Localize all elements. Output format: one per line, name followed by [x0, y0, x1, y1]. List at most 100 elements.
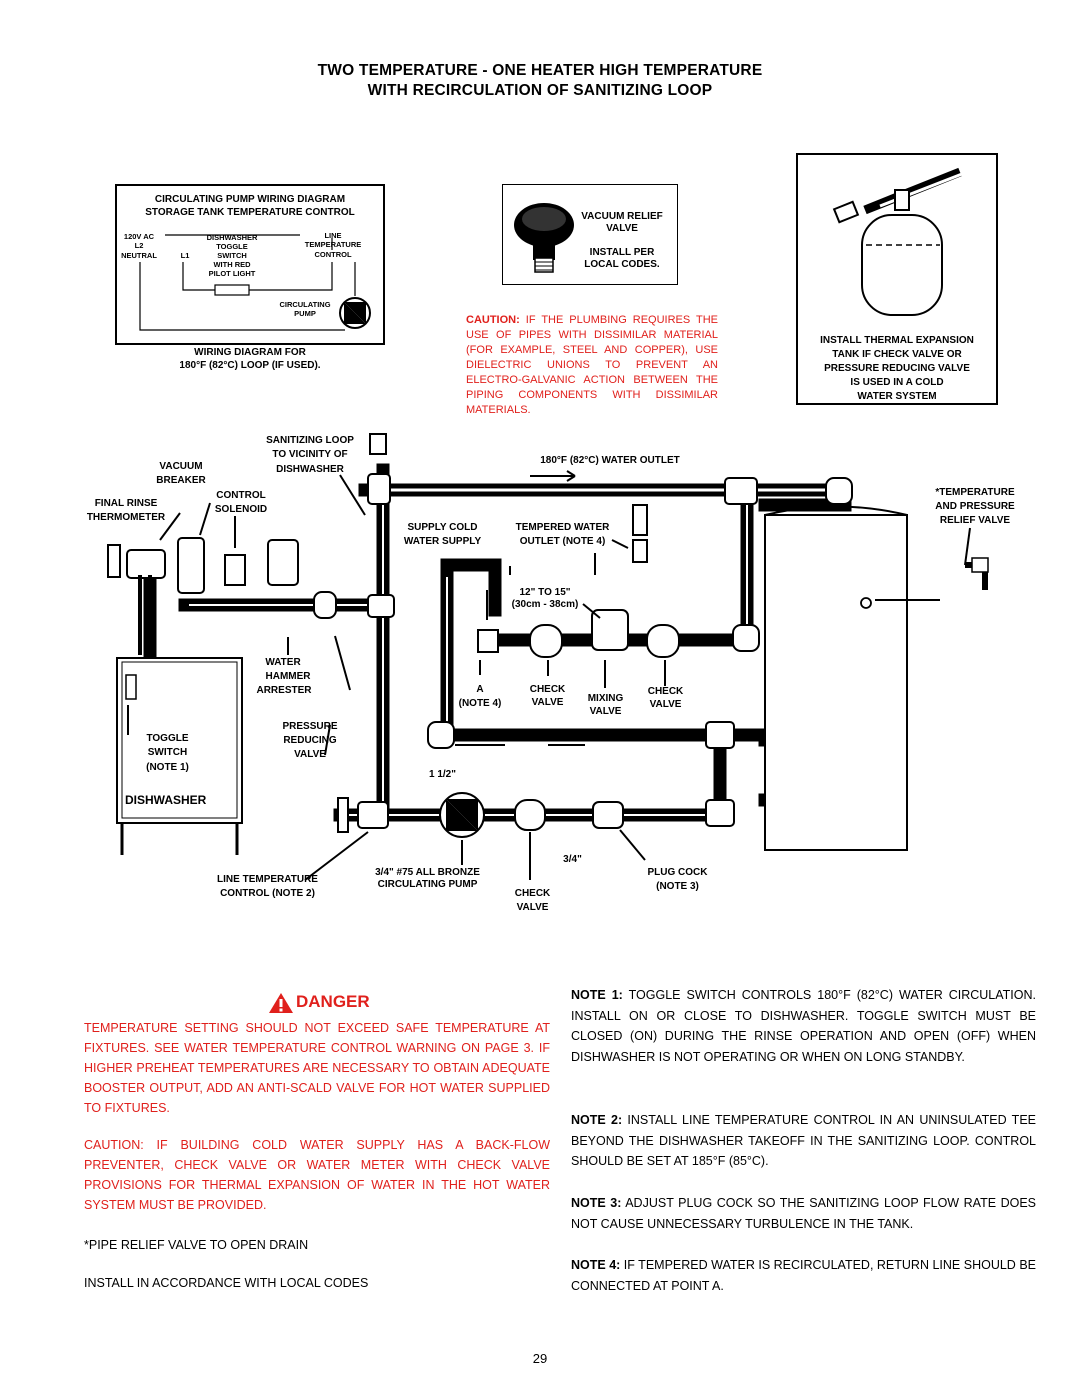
- wiring-pump-icon: [339, 297, 371, 329]
- expansion-tank-label-5: WATER SYSTEM: [857, 391, 937, 402]
- wiring-l1-label: L1: [180, 251, 190, 260]
- caution-plumbing-lead: CAUTION:: [466, 314, 520, 326]
- circulating-pump-icon: [439, 792, 485, 838]
- wiring-caption-2: 180°F (82°C) LOOP (IF USED).: [179, 360, 321, 371]
- footnote-install: INSTALL IN ACCORDANCE WITH LOCAL CODES: [84, 1276, 369, 1290]
- label-breaker: BREAKER: [156, 475, 206, 486]
- expansion-tank-label-4: IS USED IN A COLD: [850, 377, 944, 388]
- wiring-neutral-label: NEUTRAL: [121, 251, 157, 260]
- label-outlet-note4: OUTLET (NOTE 4): [519, 536, 606, 547]
- vacuum-relief-valve-icon: [514, 203, 574, 273]
- label-arrester: ARRESTER: [256, 685, 312, 696]
- label-dishwasher-hdr: DISHWASHER: [276, 464, 344, 475]
- label-and-pressure: AND PRESSURE: [935, 501, 1015, 512]
- note-3-text: ADJUST PLUG COCK SO THE SANITIZING LOOP …: [571, 1196, 1036, 1231]
- wiring-toggle-label: TOGGLE: [216, 242, 248, 251]
- vacuum-relief-box: [502, 184, 678, 285]
- caution-plumbing: CAUTION: IF THE PLUMBING REQUIRES THE US…: [466, 313, 718, 418]
- label-pump-line2: CIRCULATING PUMP: [377, 879, 478, 890]
- wiring-caption-1: WIRING DIAGRAM FOR: [194, 347, 306, 358]
- label-plug-cock: PLUG COCK: [647, 867, 708, 878]
- label-distance: 12" TO 15": [519, 587, 571, 598]
- label-check-3: CHECK: [514, 888, 551, 899]
- label-water: WATER: [265, 657, 301, 668]
- label-water-outlet: 180°F (82°C) WATER OUTLET: [540, 455, 680, 466]
- label-valve-1: VALVE: [531, 697, 564, 708]
- label-to-vicinity-of: TO VICINITY OF: [272, 449, 348, 460]
- note-4-text: IF TEMPERED WATER IS RECIRCULATED, RETUR…: [571, 1258, 1036, 1293]
- note-4: NOTE 4: IF TEMPERED WATER IS RECIRCULATE…: [571, 1255, 1036, 1296]
- label-thermometer: THERMOMETER: [86, 512, 166, 523]
- warning-icon: [269, 993, 293, 1013]
- note-2: NOTE 2: INSTALL LINE TEMPERATURE CONTROL…: [571, 1110, 1036, 1172]
- label-relief-valve: RELIEF VALVE: [939, 515, 1011, 526]
- page-title-line2: WITH RECIRCULATION OF SANITIZING LOOP: [367, 82, 713, 99]
- note-2-text: INSTALL LINE TEMPERATURE CONTROL IN AN U…: [571, 1113, 1036, 1168]
- label-reducing: REDUCING: [283, 735, 337, 746]
- label-distance-cm: (30cm - 38cm): [511, 599, 579, 610]
- wiring-dishwasher-label: DISHWASHER: [206, 233, 258, 242]
- note-3-label: NOTE 3:: [571, 1196, 622, 1210]
- label-water-supply: WATER SUPPLY: [403, 536, 482, 547]
- label-final-rinse: FINAL RINSE: [94, 498, 158, 509]
- label-dishwasher-unit: DISHWASHER: [125, 793, 207, 807]
- expansion-tank-label-3: PRESSURE REDUCING VALVE: [824, 363, 970, 374]
- label-point-a: A: [476, 684, 484, 695]
- expansion-tank-icon: [832, 167, 963, 316]
- label-control-note2: CONTROL (NOTE 2): [220, 888, 315, 899]
- danger-paragraph: TEMPERATURE SETTING SHOULD NOT EXCEED SA…: [84, 1021, 550, 1115]
- label-line-temperature: LINE TEMPERATURE: [217, 874, 318, 885]
- wiring-l2-label: L2: [134, 241, 144, 250]
- plumbing-diagram: [107, 167, 989, 881]
- page-title-line1: TWO TEMPERATURE - ONE HEATER HIGH TEMPER…: [317, 62, 763, 79]
- label-note1: (NOTE 1): [146, 762, 189, 773]
- wiring-circulating-label: CIRCULATING: [279, 300, 331, 309]
- wiring-switch-label: SWITCH: [217, 251, 247, 260]
- label-pump-line1: 3/4" #75 ALL BRONZE: [375, 867, 480, 878]
- label-temperature-star: *TEMPERATURE: [935, 487, 1015, 498]
- label-size-1-1-2: 1 1/2": [429, 769, 456, 780]
- label-solenoid: SOLENOID: [214, 504, 268, 515]
- wiring-120v-label: 120V AC: [123, 232, 155, 241]
- label-pressure: PRESSURE: [282, 721, 338, 732]
- wiring-pilot-light-label: PILOT LIGHT: [208, 269, 256, 278]
- wiring-lines: [139, 234, 356, 331]
- expansion-tank-label-1: INSTALL THERMAL EXPANSION: [820, 335, 974, 346]
- wiring-line-label: LINE: [324, 231, 342, 240]
- label-control: CONTROL: [216, 490, 266, 501]
- dishwasher-unit: [116, 575, 243, 855]
- label-tempered-water: TEMPERED WATER: [515, 522, 610, 533]
- vacuum-relief-label-2: VALVE: [606, 223, 638, 234]
- note-1-label: NOTE 1:: [571, 988, 623, 1002]
- wiring-diagram-box: [115, 184, 385, 345]
- label-supply-cold: SUPPLY COLD: [407, 522, 478, 533]
- caution-backflow-paragraph: CAUTION: IF BUILDING COLD WATER SUPPLY H…: [84, 1138, 550, 1212]
- label-arrows: [127, 470, 971, 881]
- expansion-tank-box: [796, 153, 998, 405]
- wiring-pump-label: PUMP: [294, 309, 316, 318]
- label-note4-a: (NOTE 4): [458, 698, 502, 709]
- label-toggle: TOGGLE: [146, 733, 189, 744]
- wiring-heading-1: CIRCULATING PUMP WIRING DIAGRAM: [154, 194, 346, 205]
- water-heater-tank: [764, 505, 989, 851]
- label-sanitizing-loop: SANITIZING LOOP: [266, 435, 354, 446]
- note-1: NOTE 1: TOGGLE SWITCH CONTROLS 180°F (82…: [571, 985, 1036, 1067]
- note-4-label: NOTE 4:: [571, 1258, 621, 1272]
- vacuum-relief-label-3: INSTALL PER: [589, 247, 655, 258]
- page-number: 29: [532, 1351, 548, 1366]
- wiring-control-label: CONTROL: [314, 250, 352, 259]
- label-valve-mixing: VALVE: [589, 706, 622, 717]
- vacuum-relief-label-1: VACUUM RELIEF: [581, 211, 663, 222]
- label-valve-2: VALVE: [649, 699, 682, 710]
- footnote-pipe-relief: *PIPE RELIEF VALVE TO OPEN DRAIN: [84, 1238, 309, 1252]
- wiring-heading-2: STORAGE TANK TEMPERATURE CONTROL: [145, 207, 355, 218]
- note-3: NOTE 3: ADJUST PLUG COCK SO THE SANITIZI…: [571, 1193, 1036, 1234]
- label-switch: SWITCH: [147, 747, 188, 758]
- label-check-1: CHECK: [529, 684, 566, 695]
- label-size-3-4: 3/4": [563, 854, 582, 865]
- label-valve-prv: VALVE: [294, 749, 326, 760]
- label-mixing: MIXING: [587, 693, 624, 704]
- note-2-label: NOTE 2:: [571, 1113, 623, 1127]
- wiring-temperature-label: TEMPERATURE: [304, 240, 362, 249]
- label-check-2: CHECK: [647, 686, 684, 697]
